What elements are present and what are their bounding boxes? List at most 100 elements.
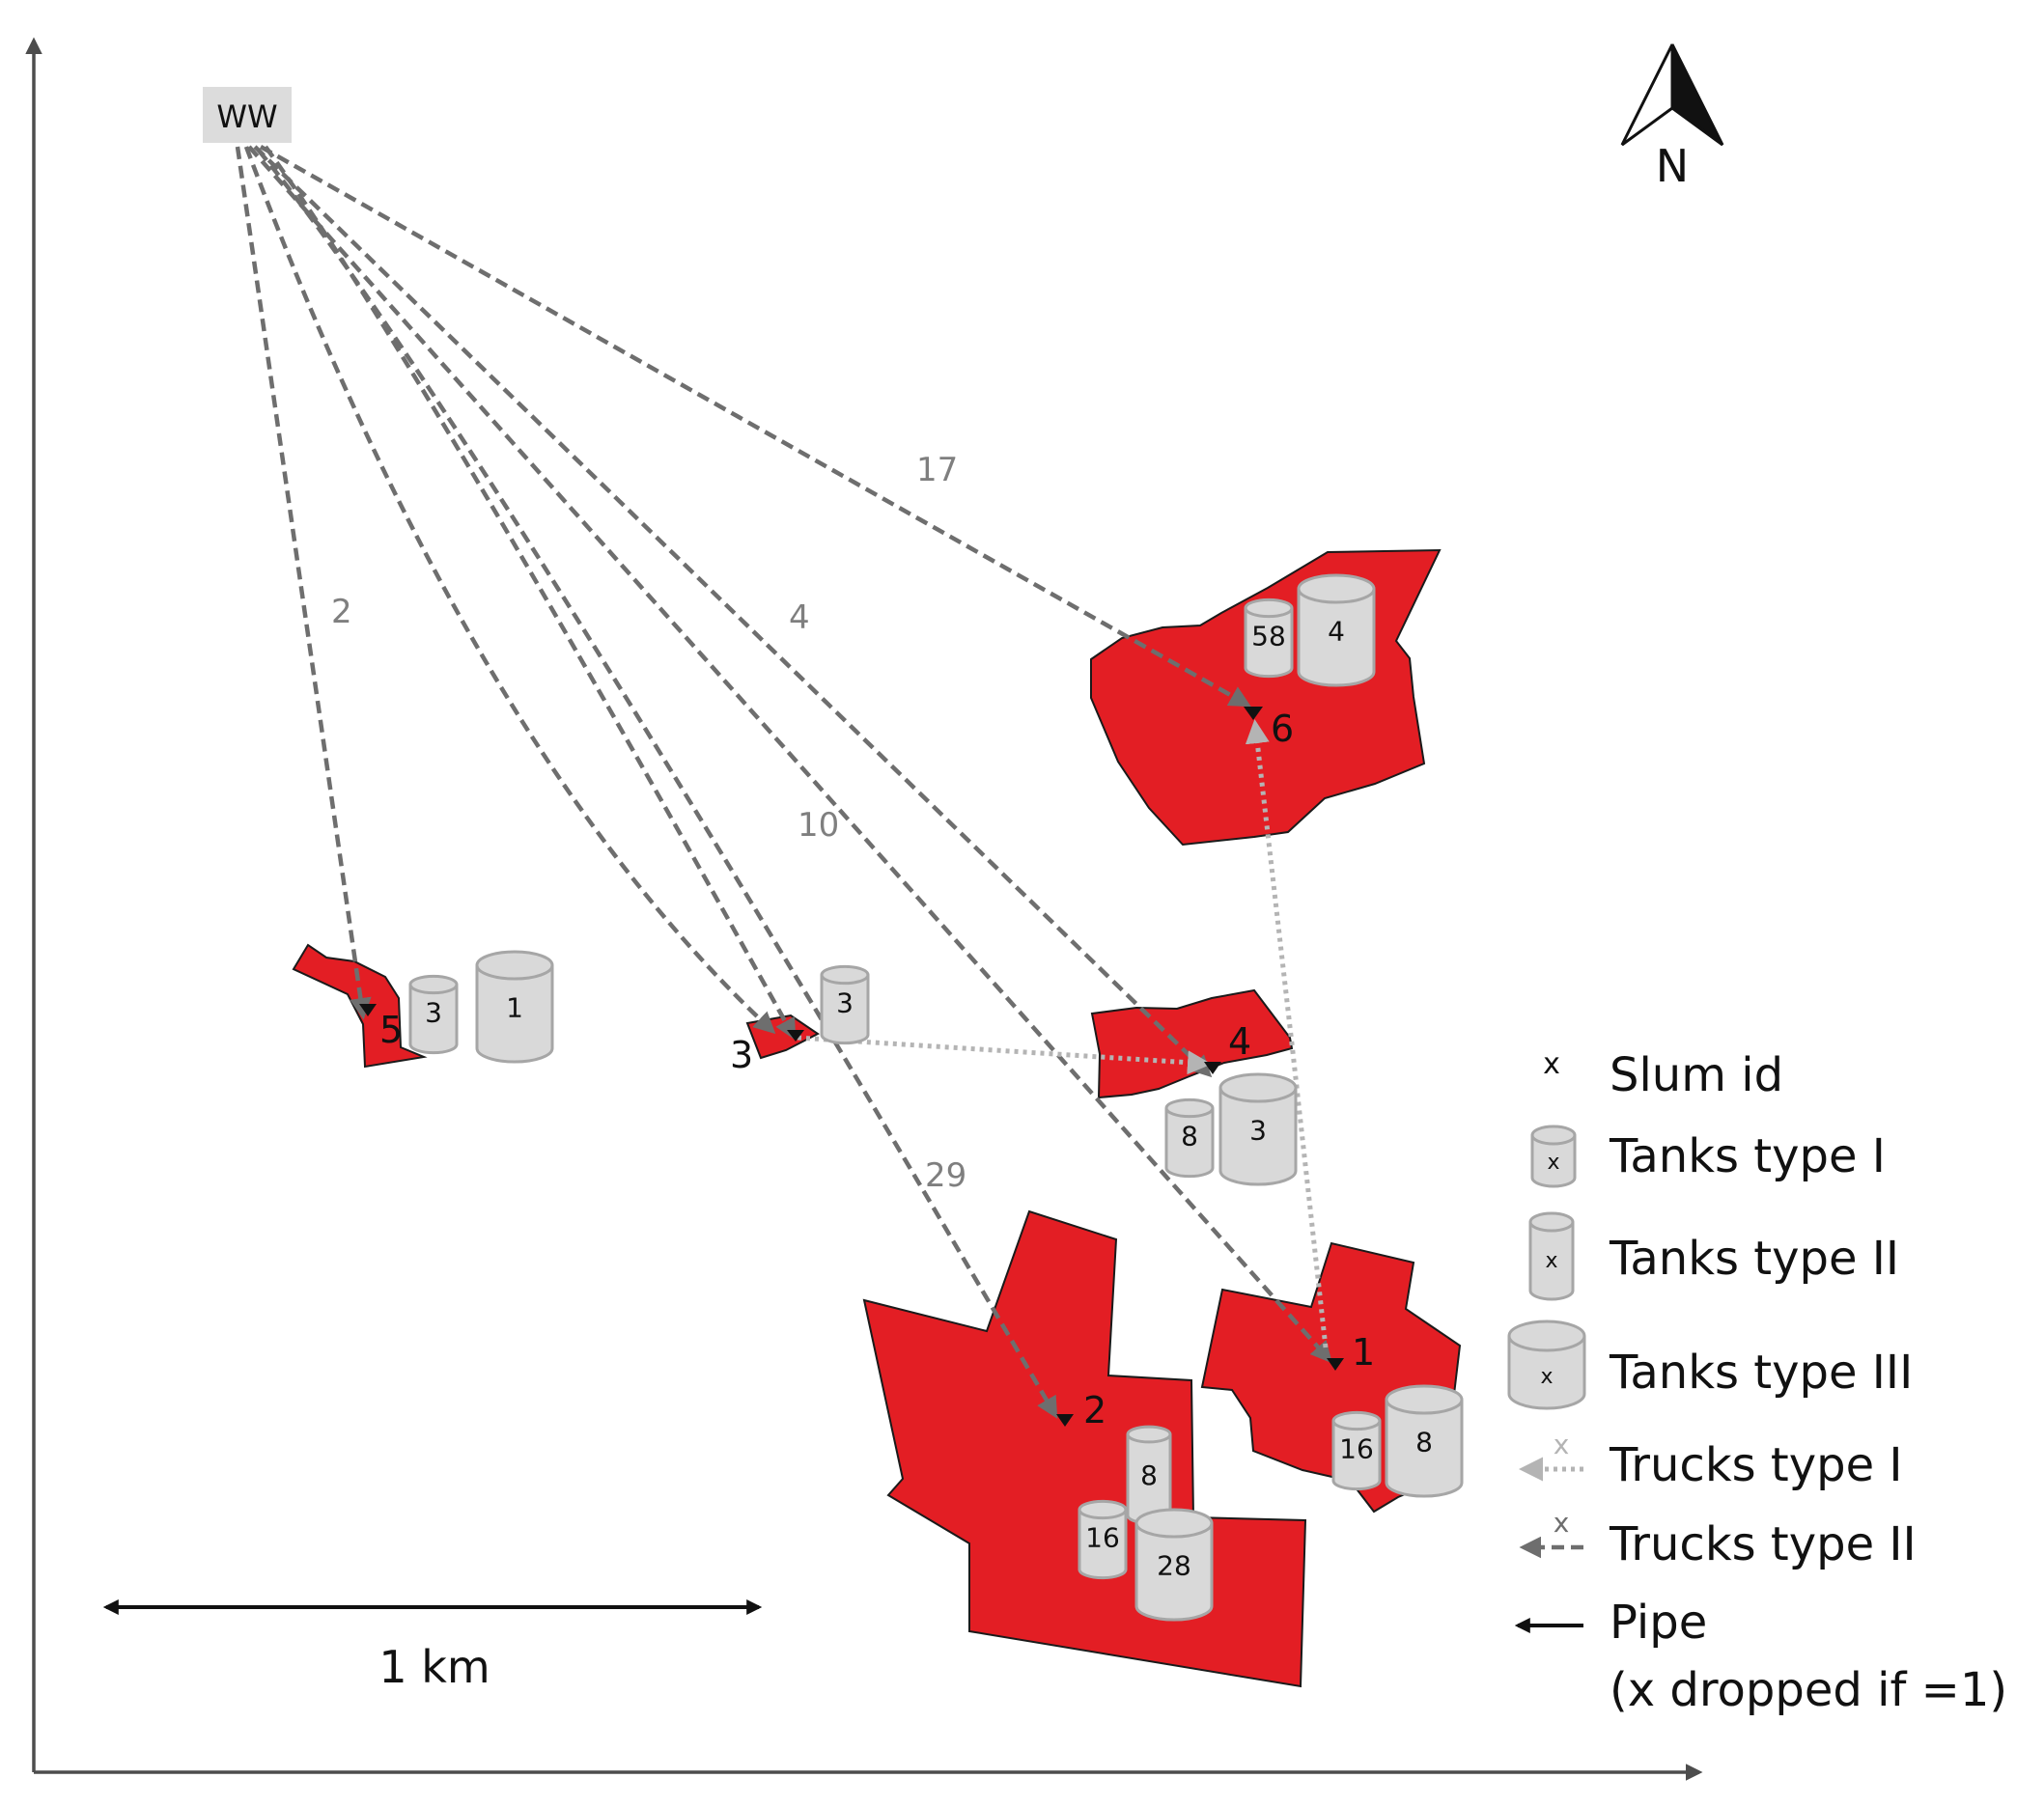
truck-routes-type-1 — [797, 719, 1329, 1348]
tank-count: 8 — [1181, 1120, 1198, 1152]
source-node: WW — [203, 87, 292, 143]
route-count-ww-to-4: 4 — [789, 598, 810, 637]
legend-note: (x dropped if =1) — [1610, 1663, 2007, 1717]
tank-count: 8 — [1415, 1426, 1433, 1458]
legend-truck-1-label: Trucks type I — [1609, 1438, 1903, 1492]
legend: x Slum id x Tanks type I x Tanks type II… — [1507, 1047, 2007, 1717]
tank-count: 3 — [836, 986, 854, 1018]
tank-body — [1164, 1108, 1215, 1179]
north-arrow-right-icon — [1670, 43, 1724, 147]
tank-body — [1218, 1088, 1298, 1186]
slum-label-5: 5 — [379, 1009, 403, 1051]
legend-tank-2-icon — [1528, 1211, 1575, 1301]
tank-slum-4-type-III: 3 — [1218, 1072, 1298, 1186]
north-arrow: N — [1620, 43, 1724, 192]
scale-bar: 1 km — [102, 1599, 763, 1693]
scale-bar-label: 1 km — [378, 1641, 490, 1693]
tank-body — [1244, 608, 1294, 679]
slum-label-2: 2 — [1083, 1389, 1106, 1431]
tank-body — [1078, 1510, 1128, 1580]
tank-lid — [475, 950, 554, 981]
tank-lid — [1297, 573, 1376, 604]
tank-body — [475, 965, 554, 1064]
legend-tank-2-label: Tanks type II — [1609, 1232, 1899, 1286]
route-count-labels: 2 17 4 10 29 — [331, 451, 966, 1195]
legend-truck-2-symbol: x — [1554, 1507, 1570, 1539]
tank-slum-4-type-I: 8 — [1164, 1097, 1215, 1179]
node-marker-5 — [359, 1004, 377, 1016]
route-ww-to-5 — [235, 146, 372, 1020]
tank-count: 8 — [1140, 1459, 1158, 1491]
legend-pipe-label: Pipe — [1610, 1596, 1707, 1650]
tank-count: 3 — [1249, 1114, 1267, 1146]
tank-body — [1297, 589, 1376, 687]
slum-label-4: 4 — [1228, 1020, 1251, 1063]
route-ww-to-4 — [253, 145, 1213, 1078]
tank-lid — [1331, 1410, 1382, 1431]
slum-label-1: 1 — [1352, 1331, 1375, 1374]
legend-tank-3-symbol: x — [1540, 1365, 1553, 1389]
north-arrow-left-icon — [1620, 43, 1674, 147]
legend-tank-1-label: Tanks type I — [1609, 1129, 1886, 1183]
slum-id-labels: 6 5 3 4 1 2 — [379, 708, 1375, 1431]
tank-slum-6-type-I: 58 — [1244, 597, 1294, 679]
tank-slum-6-type-III: 4 — [1297, 573, 1376, 687]
tank-lid — [1385, 1384, 1464, 1415]
legend-tank-3-icon — [1507, 1320, 1586, 1410]
node-marker-1 — [1327, 1358, 1344, 1371]
legend-tank-3-label: Tanks type III — [1609, 1346, 1913, 1400]
tank-slum-2-type-III: 28 — [1134, 1508, 1214, 1622]
tank-slum-1-type-I: 16 — [1331, 1410, 1382, 1491]
legend-tank-1-symbol: x — [1547, 1151, 1559, 1175]
tank-slum-2-type-II: 8 — [1126, 1425, 1172, 1525]
tank-slum-5-type-I: 3 — [408, 974, 459, 1055]
tank-lid — [1126, 1425, 1172, 1444]
legend-tank-1-icon — [1530, 1125, 1577, 1188]
tank-count: 3 — [425, 996, 442, 1028]
route-count-ww-to-5: 2 — [331, 593, 352, 631]
route-3-to-4 — [797, 1035, 1212, 1075]
tank-lid — [1134, 1508, 1214, 1539]
legend-truck-1-symbol: x — [1554, 1429, 1570, 1460]
route-1-to-6 — [1245, 719, 1329, 1348]
slum-area-4 — [1090, 988, 1294, 1099]
slum-nodes — [359, 707, 1344, 1427]
tank-count: 28 — [1157, 1549, 1191, 1581]
route-ww-to-1 — [247, 145, 1332, 1364]
tank-lid — [1078, 1499, 1128, 1520]
tank-lid — [820, 964, 870, 986]
tank-lid — [1244, 597, 1294, 619]
tank-lid — [1164, 1097, 1215, 1119]
node-marker-4 — [1204, 1062, 1221, 1074]
tank-body — [408, 985, 459, 1055]
tank-slum-2-type-I: 16 — [1078, 1499, 1128, 1580]
tank-lid — [1218, 1072, 1298, 1103]
route-ww-to-6 — [259, 145, 1251, 708]
route-count-ww-to-6: 17 — [916, 451, 958, 489]
tank-lid — [408, 974, 459, 995]
route-count-ww-to-1: 10 — [798, 806, 839, 845]
tank-body — [820, 975, 870, 1045]
legend-slum-label: Slum id — [1610, 1048, 1783, 1102]
source-label: WW — [216, 98, 277, 135]
node-marker-6 — [1244, 707, 1263, 720]
slum-label-3: 3 — [730, 1034, 753, 1076]
tank-count: 16 — [1339, 1432, 1374, 1464]
legend-tank-2-symbol: x — [1545, 1249, 1557, 1273]
slum-area-5 — [292, 943, 428, 1069]
route-ww-to-3a — [264, 145, 797, 1041]
tank-body — [1385, 1400, 1464, 1498]
slum-area-2 — [862, 1209, 1307, 1688]
route-ww-to-3b — [243, 146, 776, 1035]
tank-count: 1 — [506, 991, 523, 1023]
tank-slum-1-type-III: 8 — [1385, 1384, 1464, 1498]
route-count-ww-to-2: 29 — [925, 1156, 966, 1195]
truck-routes-type-2 — [235, 145, 1332, 1419]
north-label: N — [1656, 140, 1689, 192]
source-box — [203, 87, 292, 143]
legend-truck-2-label: Trucks type II — [1609, 1517, 1917, 1571]
slum-label-6: 6 — [1271, 708, 1294, 750]
